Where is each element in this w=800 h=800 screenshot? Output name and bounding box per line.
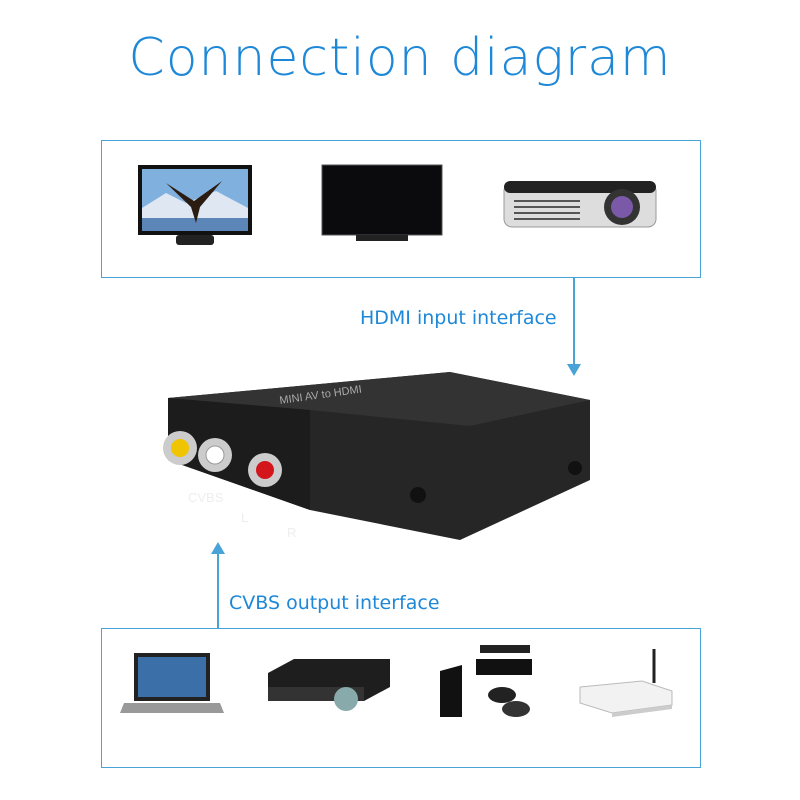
port-label-cvbs: CVBS [188, 490, 224, 505]
input-devices-box [101, 628, 701, 768]
arrow-up-icon [211, 542, 225, 554]
cvbs-output-label: CVBS output interface [229, 592, 440, 614]
projector-icon [503, 181, 657, 228]
cvbs-connector-line [217, 552, 219, 629]
port-label-l: L [241, 510, 249, 525]
hdmi-connector-line [573, 278, 575, 368]
page-title: Connection diagram [128, 28, 672, 88]
arrow-down-icon [567, 364, 581, 376]
tv-eagle-icon [138, 165, 252, 245]
laptop-icon [120, 653, 224, 713]
dvd-player-icon [268, 659, 390, 711]
output-devices-box [101, 140, 701, 278]
set-top-box-icon [579, 649, 673, 717]
tv-icon [321, 164, 443, 241]
hdmi-input-label: HDMI input interface [360, 307, 557, 329]
game-console-icon [440, 645, 532, 717]
av-to-hdmi-converter: MINI AV to HDMI [163, 372, 590, 540]
port-label-r: R [287, 525, 297, 540]
